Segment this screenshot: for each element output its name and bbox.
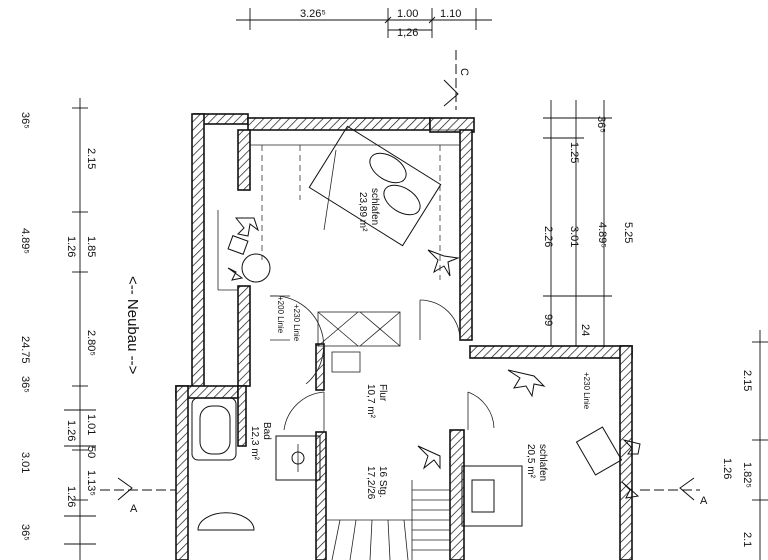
right-mid-dim-e: 4.89⁵ <box>596 222 608 248</box>
right-mid-dim-b: 1.25 <box>568 142 580 163</box>
right-mid-dimension-chain: 36⁵ 1.25 3.01 2.26 4.89⁵ 5.25 99 24 <box>542 100 634 350</box>
right-mid-dim-c: 3.01 <box>568 226 580 247</box>
stairs-detail: 17,2/26 <box>365 466 376 500</box>
right-mid-dim-g: 99 <box>542 314 554 326</box>
staircase <box>326 480 450 560</box>
bed-right <box>461 426 623 527</box>
room-label-stairs: 16 Stg. 17,2/26 <box>365 466 388 500</box>
room-flur-name: Flur <box>377 384 388 402</box>
top-dim-label-4: 1,26 <box>397 27 418 39</box>
section-mark-c-label: C <box>458 68 470 76</box>
bathtub <box>191 397 237 461</box>
room-schlafen-right-name: schlafen <box>537 444 548 481</box>
section-mark-a-left-label: A <box>130 503 138 515</box>
room-label-flur: Flur 10,7 m² <box>365 384 388 419</box>
left-inner-dim-i: 1.26 <box>65 486 77 507</box>
room-label-schlafen-top: schlafen 23,89 m² <box>357 188 380 232</box>
room-bad-area: 12,3 m² <box>249 426 260 461</box>
door-swings <box>269 295 495 432</box>
section-mark-a-right: A <box>640 477 708 507</box>
plant-right <box>507 369 641 499</box>
stairs-count: 16 Stg. <box>377 466 388 498</box>
walls <box>175 113 633 560</box>
left-inner-dim-a: 2.15 <box>85 148 97 169</box>
linie-200-label: +200 Linie <box>276 296 285 334</box>
section-mark-c: C <box>443 50 470 110</box>
left-inner-dim-b: 1.85 <box>85 236 97 257</box>
linie-230-label: +230 Linie <box>292 304 301 342</box>
left-outer-dimensions: 36⁵ 4.89⁵ 24.75 36⁵ 3.01 36⁵ <box>19 112 31 541</box>
right-mid-dim-a: 36⁵ <box>595 116 607 133</box>
left-outer-dim-b: 4.89⁵ <box>19 228 31 254</box>
left-outer-dim-e: 3.01 <box>19 452 31 473</box>
room-label-schlafen-right: schlafen 20,5 m² <box>525 444 548 481</box>
room-schlafen-right-area: 20,5 m² <box>525 444 536 479</box>
room-schlafen-top-name: schlafen <box>369 188 380 225</box>
right-mid-dim-f: 5.25 <box>622 222 634 243</box>
room-label-bad: Bad 12,3 m² <box>249 422 272 461</box>
left-inner-dim-f: 50 <box>85 446 97 458</box>
left-outer-dim-c: 24.75 <box>19 336 31 364</box>
top-dimension-chain: 3.26⁵ 1.00 1.10 1,26 <box>236 8 492 39</box>
right-edge-dim-c: 1.26 <box>721 458 733 479</box>
left-inner-dim-d: 2.80⁵ <box>85 330 97 356</box>
plant-flur <box>417 445 441 470</box>
linie-230-right-label: +230 Linie <box>582 372 591 410</box>
room-schlafen-top-area: 23,89 m² <box>357 192 368 232</box>
neubau-label: <-- Neubau --> <box>124 276 141 375</box>
plant-top-right <box>427 249 460 277</box>
right-edge-dim-b: 1.82⁵ <box>741 462 753 488</box>
top-dim-label-2: 1.00 <box>397 8 418 20</box>
right-edge-dim-a: 2.15 <box>741 370 753 391</box>
section-mark-a-left: A <box>100 477 185 515</box>
interior-lines <box>217 129 460 373</box>
top-dim-label-1: 3.26⁵ <box>300 8 326 20</box>
left-inner-dim-h: 1.13⁵ <box>85 470 97 496</box>
right-edge-dim-d: 2.1 <box>741 532 753 547</box>
room-flur-area: 10,7 m² <box>365 384 376 419</box>
left-inner-dim-c: 1.26 <box>65 236 77 257</box>
left-inner-dim-e: 1.01 <box>85 414 97 435</box>
left-inner-dim-g: 1.26 <box>65 420 77 441</box>
basin-bottom <box>197 512 255 531</box>
left-outer-dim-f: 36⁵ <box>19 524 31 541</box>
shower <box>275 435 321 481</box>
left-inner-dimension-chain: 2.15 1.85 1.26 2.80⁵ 1.01 50 1.26 1.13⁵ … <box>64 98 97 560</box>
room-bad-name: Bad <box>261 422 272 440</box>
left-outer-dim-a: 36⁵ <box>19 112 31 129</box>
top-dim-label-3: 1.10 <box>440 8 461 20</box>
section-mark-a-right-label: A <box>700 495 708 507</box>
right-mid-dim-d: 2.26 <box>542 226 554 247</box>
right-mid-dim-h: 24 <box>579 324 591 336</box>
left-outer-dim-d: 36⁵ <box>19 376 31 393</box>
right-edge-dimensions: 2.15 1.82⁵ 1.26 2.1 <box>721 330 768 560</box>
plant-top-left <box>227 217 271 283</box>
bed-top <box>308 125 442 247</box>
